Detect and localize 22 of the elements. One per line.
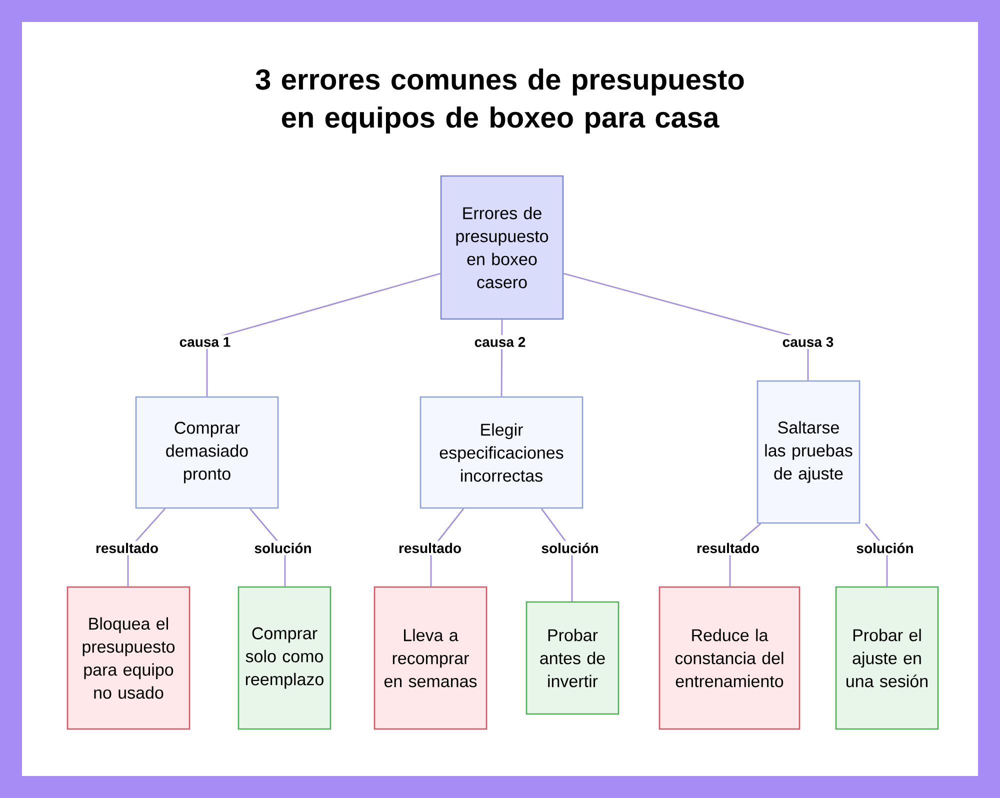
result-box: Bloquea el presupuesto para equipo no usado [66, 586, 190, 730]
title: 3 errores comunes de presupuesto en equipos de boxeo para casa [256, 68, 744, 134]
process-box: Errores de presupuesto en boxeo casero [440, 175, 564, 320]
result-box: Lleva a recomprar en semanas [374, 586, 488, 730]
edge-label: causa 3 [780, 335, 836, 349]
connector-line [206, 272, 441, 396]
solution-box: Comprar solo como reemplazo [238, 586, 332, 730]
solution-box: Probar el ajuste en una sesión [835, 586, 939, 730]
edge-label: solución [252, 540, 314, 556]
edge-label: resultado [94, 540, 160, 556]
process-box: Elegir especificaciones incorrectas [420, 396, 584, 509]
edge-label: causa 2 [472, 335, 528, 349]
result-box: Reduce la constancia del entrenamiento [658, 586, 800, 730]
connector-line [563, 272, 809, 380]
edge-label: causa 1 [177, 335, 233, 349]
edge-label: resultado [694, 540, 762, 556]
process-box: Saltarse las pruebas de ajuste [756, 380, 860, 524]
solution-box: Probar antes de invertir [526, 601, 620, 715]
process-box: Comprar demasiado pronto [135, 396, 279, 509]
edge-label: solución [854, 540, 916, 556]
edge-label: resultado [396, 540, 464, 556]
edge-label: solución [539, 540, 601, 556]
